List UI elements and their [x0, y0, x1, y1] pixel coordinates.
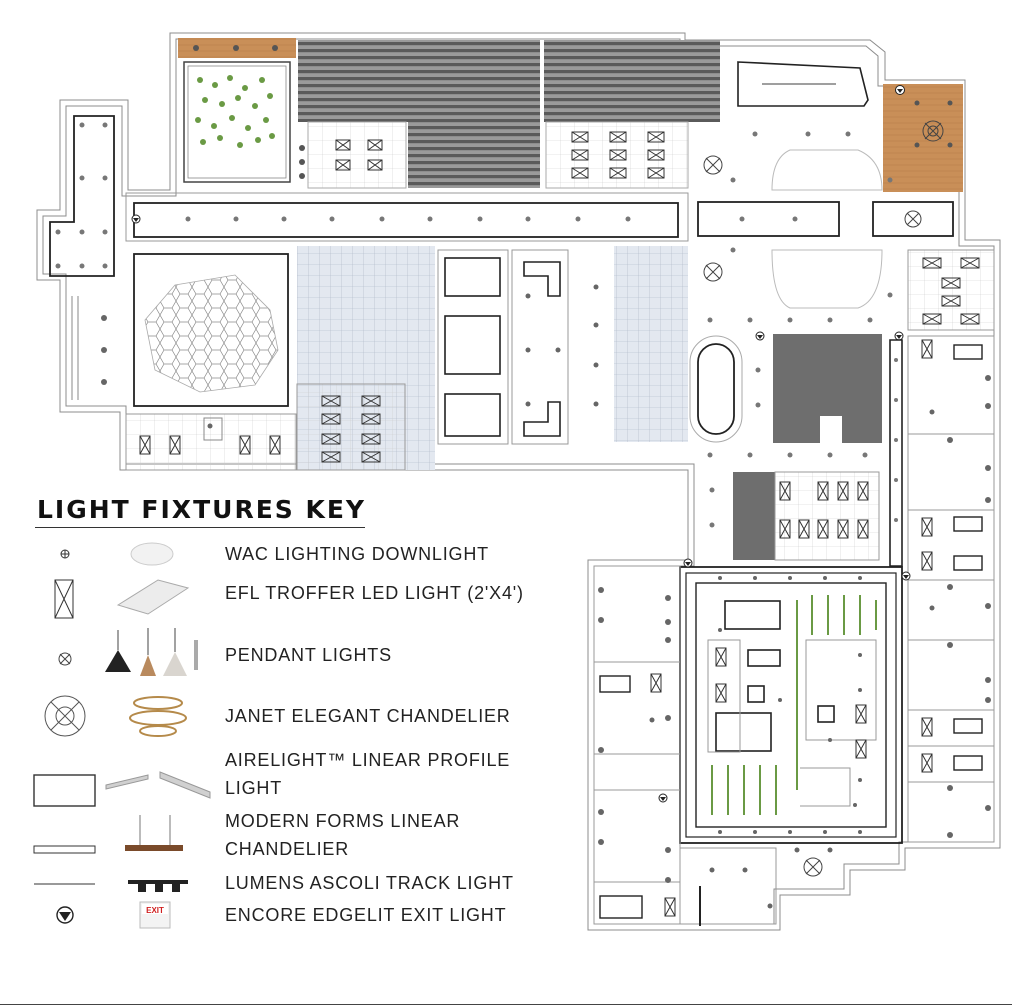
- exit-sign-text: EXIT: [146, 906, 164, 915]
- key-title: LIGHT FIXTURES KEY: [37, 495, 367, 524]
- key-label-linear-chandelier: MODERN FORMS LINEAR: [225, 811, 461, 831]
- key-label-track-light: LUMENS ASCOLI TRACK LIGHT: [225, 873, 514, 893]
- dark-room: [773, 334, 882, 443]
- linear-profile-icon: [33, 774, 96, 807]
- key-label-linear-chandelier-line2: CHANDELIER: [225, 839, 350, 859]
- linear-chandelier-icon: [33, 845, 96, 854]
- key-label-downlight: WAC LIGHTING DOWNLIGHT: [225, 544, 489, 564]
- dark-stair: [733, 472, 775, 560]
- troffer-photo: [116, 579, 190, 615]
- hex-chandelier: [144, 274, 279, 393]
- chandelier-photo: [129, 696, 187, 737]
- exit-light-icon: [56, 906, 74, 924]
- linear-chandelier-photo: [125, 815, 183, 851]
- key-label-pendant: PENDANT LIGHTS: [225, 645, 392, 665]
- troffer-icon: [54, 579, 74, 619]
- exit-sign-photo: EXIT: [139, 901, 171, 929]
- downlight-photo: [130, 542, 174, 566]
- striped-ceiling-left: [298, 40, 540, 122]
- key-label-chandelier: JANET ELEGANT CHANDELIER: [225, 706, 511, 726]
- key-label-linear-profile: AIRELIGHT™ LINEAR PROFILE: [225, 750, 511, 770]
- key-label-linear-profile-line2: LIGHT: [225, 778, 283, 798]
- linear-profile-light-long: [133, 202, 679, 238]
- linear-profile-photo: [105, 771, 211, 799]
- chandelier-icon: [44, 695, 86, 737]
- downlight-icon: [60, 549, 70, 559]
- pendant-photo: [105, 628, 198, 676]
- wood-room: [883, 84, 963, 192]
- track-light-right: [889, 339, 903, 567]
- track-light-photo: [128, 880, 188, 892]
- key-label-troffer: EFL TROFFER LED LIGHT (2'X4'): [225, 583, 524, 603]
- green-wall: [195, 75, 275, 148]
- key-title-underline: [35, 527, 365, 528]
- bottom-border: [0, 1004, 1012, 1005]
- key-label-exit-light: ENCORE EDGELIT EXIT LIGHT: [225, 905, 507, 925]
- grid-ceiling-right: [614, 246, 688, 442]
- striped-ceiling-right: [544, 40, 720, 122]
- plant-rows-top: [711, 595, 877, 815]
- pendant-icon: [58, 652, 72, 666]
